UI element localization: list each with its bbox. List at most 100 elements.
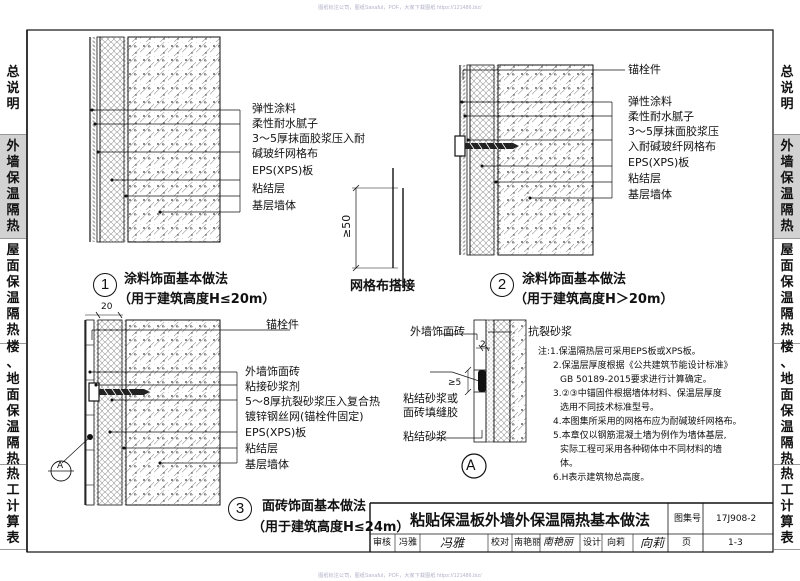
detail3-subtitle: （用于建筑高度H≤24m）: [252, 520, 410, 535]
tab-char: 明: [6, 97, 20, 113]
detail2-number: 2: [490, 273, 514, 297]
tab-char: 外: [780, 138, 794, 154]
detail3-layer-1: 粘接砂浆剂: [245, 380, 300, 393]
tab-char: 隔: [6, 202, 20, 218]
tab-char: 保: [6, 170, 20, 186]
tab-char: 热: [6, 467, 20, 483]
tab-char: 隔: [780, 307, 794, 323]
tab-char: 热: [6, 323, 20, 339]
detail3-layer-6: 基层墙体: [245, 458, 289, 471]
detail3-leaders: [88, 329, 290, 465]
tab-char: 算: [780, 515, 794, 531]
tab-char: 计: [6, 499, 20, 515]
detail1-section: [89, 36, 221, 243]
tab-char: 热: [780, 323, 794, 339]
tab-char: 热: [780, 218, 794, 234]
detail1-leaders: [90, 108, 241, 214]
detailA-dim-side: ≥5: [448, 378, 462, 388]
detail3-title: 面砖饰面基本做法: [262, 499, 367, 514]
detail1-layer-5: 粘结层: [252, 182, 285, 195]
detail2-layer-6: 基层墙体: [628, 188, 672, 201]
tab-1[interactable]: 外墙保温隔热: [774, 134, 800, 240]
tab-char: 热: [780, 467, 794, 483]
detail1-number: 1: [93, 273, 117, 297]
tab-char: 温: [6, 420, 20, 436]
detail1-subtitle: （用于建筑高度H≤20m）: [118, 292, 276, 307]
detail2-layer-4: EPS(XPS)板: [628, 156, 690, 169]
note-2: GB 50189-2015要求进行计算确定。: [560, 375, 712, 385]
detail2-anchor-label: 锚栓件: [628, 63, 661, 76]
tab-1[interactable]: 外墙保温隔热: [0, 134, 26, 240]
tab-char: 表: [780, 531, 794, 547]
detail3-anchor-label: 锚栓件: [266, 318, 299, 331]
detail2-layer-2: 3～5厚抹面胶浆压: [628, 125, 719, 138]
tab-2[interactable]: 屋面保温隔热: [0, 239, 26, 345]
tab-char: 楼: [6, 340, 20, 356]
tab-0[interactable]: 总说明: [774, 45, 800, 135]
titleblock: [369, 502, 773, 552]
note-6: 5.本章仅以钢筋混凝土墙为例作为墙体基层,: [553, 431, 727, 441]
sidebar-left: 总说明外墙保温隔热屋面保温隔热楼、地面保温隔热热工计算表: [0, 45, 26, 550]
note-3: 3.②③中锚固件根据墙体材料、保温层厚度: [553, 389, 722, 399]
detail1-layer-2: 3～5厚抹面胶浆压入耐: [252, 132, 365, 145]
tab-char: 算: [6, 515, 20, 531]
tab-0[interactable]: 总说明: [0, 45, 26, 135]
sidebar-right: 总说明外墙保温隔热屋面保温隔热楼、地面保温隔热热工计算表: [774, 45, 800, 550]
tab-char: 总: [6, 65, 20, 81]
tab-char: 隔: [780, 436, 794, 452]
tab-char: 屋: [780, 243, 794, 259]
detail3-section: [48, 311, 221, 506]
tab-char: 总: [780, 65, 794, 81]
titleblock-atlas-no: 17J908-2: [716, 514, 757, 524]
watermark-top: 图纸标注公司，图纸Sanaful，PDF，大家下载图纸 https://1214…: [318, 5, 482, 11]
tab-3[interactable]: 楼、地面保温隔热: [774, 340, 800, 468]
mesh-title: 网格布搭接: [350, 279, 416, 294]
detailA-leaders: [430, 331, 512, 439]
tab-char: 楼: [780, 340, 794, 356]
tab-char: 热: [6, 218, 20, 234]
tab-char: 保: [780, 275, 794, 291]
titleblock-page-no: 1-3: [728, 538, 743, 548]
detailA-dim-top: 2: [480, 340, 486, 350]
tab-char: 保: [780, 404, 794, 420]
note-0: 注:1.保温隔热层可采用EPS板或XPS板。: [538, 347, 701, 357]
detail3-layer-0: 外墙饰面砖: [245, 365, 300, 378]
tab-char: 隔: [6, 436, 20, 452]
tab-2[interactable]: 屋面保温隔热: [774, 239, 800, 345]
tab-char: 温: [780, 420, 794, 436]
tab-char: 外: [6, 138, 20, 154]
tab-char: 热: [780, 452, 794, 468]
tab-char: 隔: [780, 202, 794, 218]
tab-char: 计: [780, 499, 794, 515]
detailA-label-bond-mortar: 粘结砂浆: [403, 430, 447, 443]
tab-char: 表: [6, 531, 20, 547]
note-1: 2.保温层厚度根据《公共建筑节能设计标准》: [553, 361, 733, 371]
tab-4[interactable]: 热工计算表: [0, 465, 26, 550]
titleblock-page-label: 页: [682, 538, 692, 548]
tab-char: 面: [780, 259, 794, 275]
detailA-marker: A: [466, 458, 476, 474]
note-9: 6.H表示建筑物总高度。: [553, 473, 650, 483]
detail2-title: 涂料饰面基本做法: [522, 272, 627, 287]
titleblock-review-label: 审核: [373, 538, 392, 548]
note-4: 选用不同技术标准型号。: [560, 403, 660, 413]
detail2-subtitle: （用于建筑高度H＞20m）: [514, 292, 674, 307]
tab-3[interactable]: 楼、地面保温隔热: [0, 340, 26, 467]
tab-char: 温: [6, 186, 20, 202]
tab-char: 、: [6, 356, 20, 372]
detail2-section: [454, 64, 594, 256]
tab-char: 保: [780, 170, 794, 186]
tab-char: 保: [6, 404, 20, 420]
titleblock-review-name: 冯雅: [399, 538, 418, 548]
tab-char: 屋: [6, 243, 20, 259]
titleblock-review-signature: 冯雅: [440, 536, 465, 550]
tab-char: 隔: [6, 307, 20, 323]
detail1-layer-4: EPS(XPS)板: [252, 164, 314, 177]
tab-char: 地: [780, 372, 794, 388]
tab-4[interactable]: 热工计算表: [774, 465, 800, 550]
detailA-label-adhesive-2: 面砖填缝胶: [403, 406, 458, 419]
tab-char: 温: [780, 186, 794, 202]
titleblock-atlas-label: 图集号: [674, 514, 702, 524]
note-7: 实际工程可采用各种砌体中不同材料的墙: [560, 445, 723, 455]
